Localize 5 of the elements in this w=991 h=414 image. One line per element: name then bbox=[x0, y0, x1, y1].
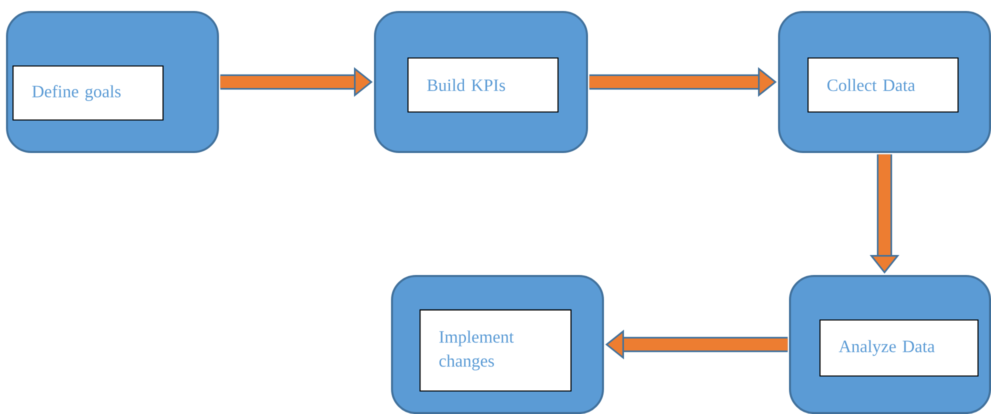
text-box: Collect Data bbox=[808, 57, 959, 113]
text-box: Build KPIs bbox=[407, 57, 559, 113]
text-box: Analyze Data bbox=[819, 319, 979, 376]
text-box: Define goals bbox=[12, 65, 164, 121]
text-box: Implement changes bbox=[420, 309, 572, 392]
